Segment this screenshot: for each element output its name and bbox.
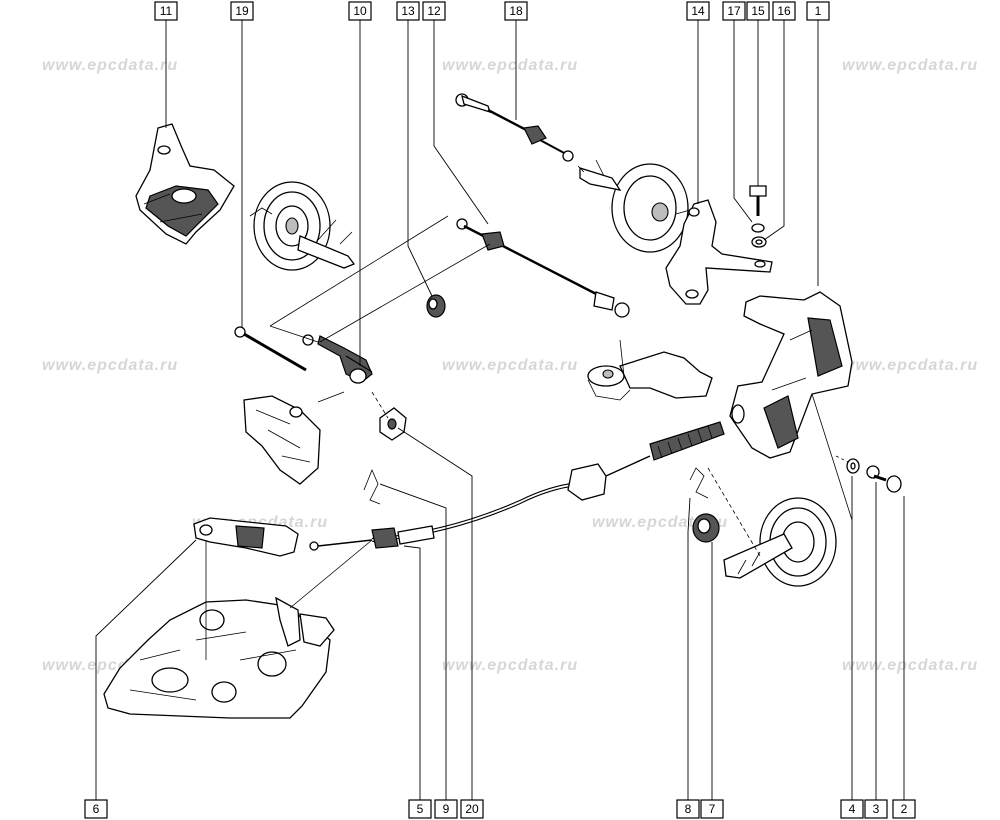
- callout-18: 18: [504, 1, 528, 21]
- callout-6: 6: [84, 799, 108, 819]
- callout-label: 9: [443, 802, 450, 816]
- callout-8: 8: [676, 799, 700, 819]
- pedal-mechanism-left: [243, 391, 345, 485]
- callout-19: 19: [230, 1, 254, 21]
- callout-label: 17: [727, 4, 741, 18]
- callout-label: 15: [751, 4, 765, 18]
- callout-4: 4: [840, 799, 864, 819]
- bolt-part-15: [749, 185, 767, 216]
- callout-label: 1: [815, 4, 822, 18]
- washer-part-3: [866, 465, 880, 479]
- callout-16: 16: [772, 1, 796, 21]
- cable-part-5: [309, 421, 725, 551]
- pivot-linkage-middle: [587, 339, 713, 401]
- leader-lines: [95, 20, 905, 804]
- callout-label: 7: [709, 802, 716, 816]
- watermark: www.epcdata.ru: [42, 357, 178, 374]
- bracket-part-14: [665, 199, 773, 305]
- spring-clip-part-8: [689, 467, 709, 499]
- watermark: www.epcdata.ru: [842, 57, 978, 74]
- watermark: www.epcdata.ru: [442, 357, 578, 374]
- callout-label: 5: [417, 802, 424, 816]
- callout-label: 11: [160, 4, 173, 18]
- servo-unit-upper-middle: [577, 159, 691, 253]
- callout-label: 4: [849, 802, 856, 816]
- callout-label: 10: [353, 4, 367, 18]
- watermark: www.epcdata.ru: [442, 57, 578, 74]
- bracket-part-1: [729, 291, 853, 459]
- watermark: www.epcdata.ru: [442, 657, 578, 674]
- bolt-part-2: [873, 474, 902, 493]
- callout-label: 12: [427, 4, 441, 18]
- watermark: www.epcdata.ru: [842, 357, 978, 374]
- servo-unit-upper-left: [249, 181, 356, 271]
- callout-17: 17: [722, 1, 746, 21]
- callout-label: 20: [465, 802, 479, 816]
- callout-14: 14: [686, 1, 710, 21]
- callout-label: 8: [685, 802, 692, 816]
- callout-label: 16: [777, 4, 791, 18]
- callout-9: 9: [434, 799, 458, 819]
- callout-label: 6: [93, 802, 100, 816]
- callout-20: 20: [460, 799, 484, 819]
- callout-label: 3: [873, 802, 880, 816]
- bracket-part-11: [135, 123, 235, 245]
- engine-assembly-lower-left: [103, 596, 335, 719]
- callout-15: 15: [746, 1, 770, 21]
- rod-part-18: [455, 93, 574, 162]
- callout-label: 2: [901, 802, 908, 816]
- watermark: www.epcdata.ru: [842, 657, 978, 674]
- washer-part-4: [846, 458, 860, 474]
- callout-2: 2: [892, 799, 916, 819]
- watermark: www.epcdata.ru: [42, 57, 178, 74]
- callout-1: 1: [806, 1, 830, 21]
- bush-part-7: [692, 513, 720, 543]
- callout-11: 11: [154, 1, 178, 21]
- callout-label: 19: [235, 4, 249, 18]
- servo-unit-lower-right: [723, 497, 837, 587]
- callout-label: 18: [509, 4, 523, 18]
- lever-part-6: [193, 517, 299, 557]
- rod-part-12: [456, 218, 630, 318]
- bolt-part-19: [234, 326, 307, 372]
- callout-label: 13: [401, 4, 415, 18]
- lever-part-10: [302, 334, 373, 384]
- callout-3: 3: [864, 799, 888, 819]
- washer-part-16: [751, 236, 767, 248]
- callout-label: 14: [691, 4, 705, 18]
- callout-13: 13: [396, 1, 420, 21]
- callout-12: 12: [422, 1, 446, 21]
- clip-part-20: [379, 407, 407, 441]
- callout-5: 5: [408, 799, 432, 819]
- spring-clip-part-9: [363, 468, 381, 505]
- callout-10: 10: [348, 1, 372, 21]
- callout-7: 7: [700, 799, 724, 819]
- washer-part-17: [751, 223, 765, 233]
- bush-part-13: [426, 294, 446, 318]
